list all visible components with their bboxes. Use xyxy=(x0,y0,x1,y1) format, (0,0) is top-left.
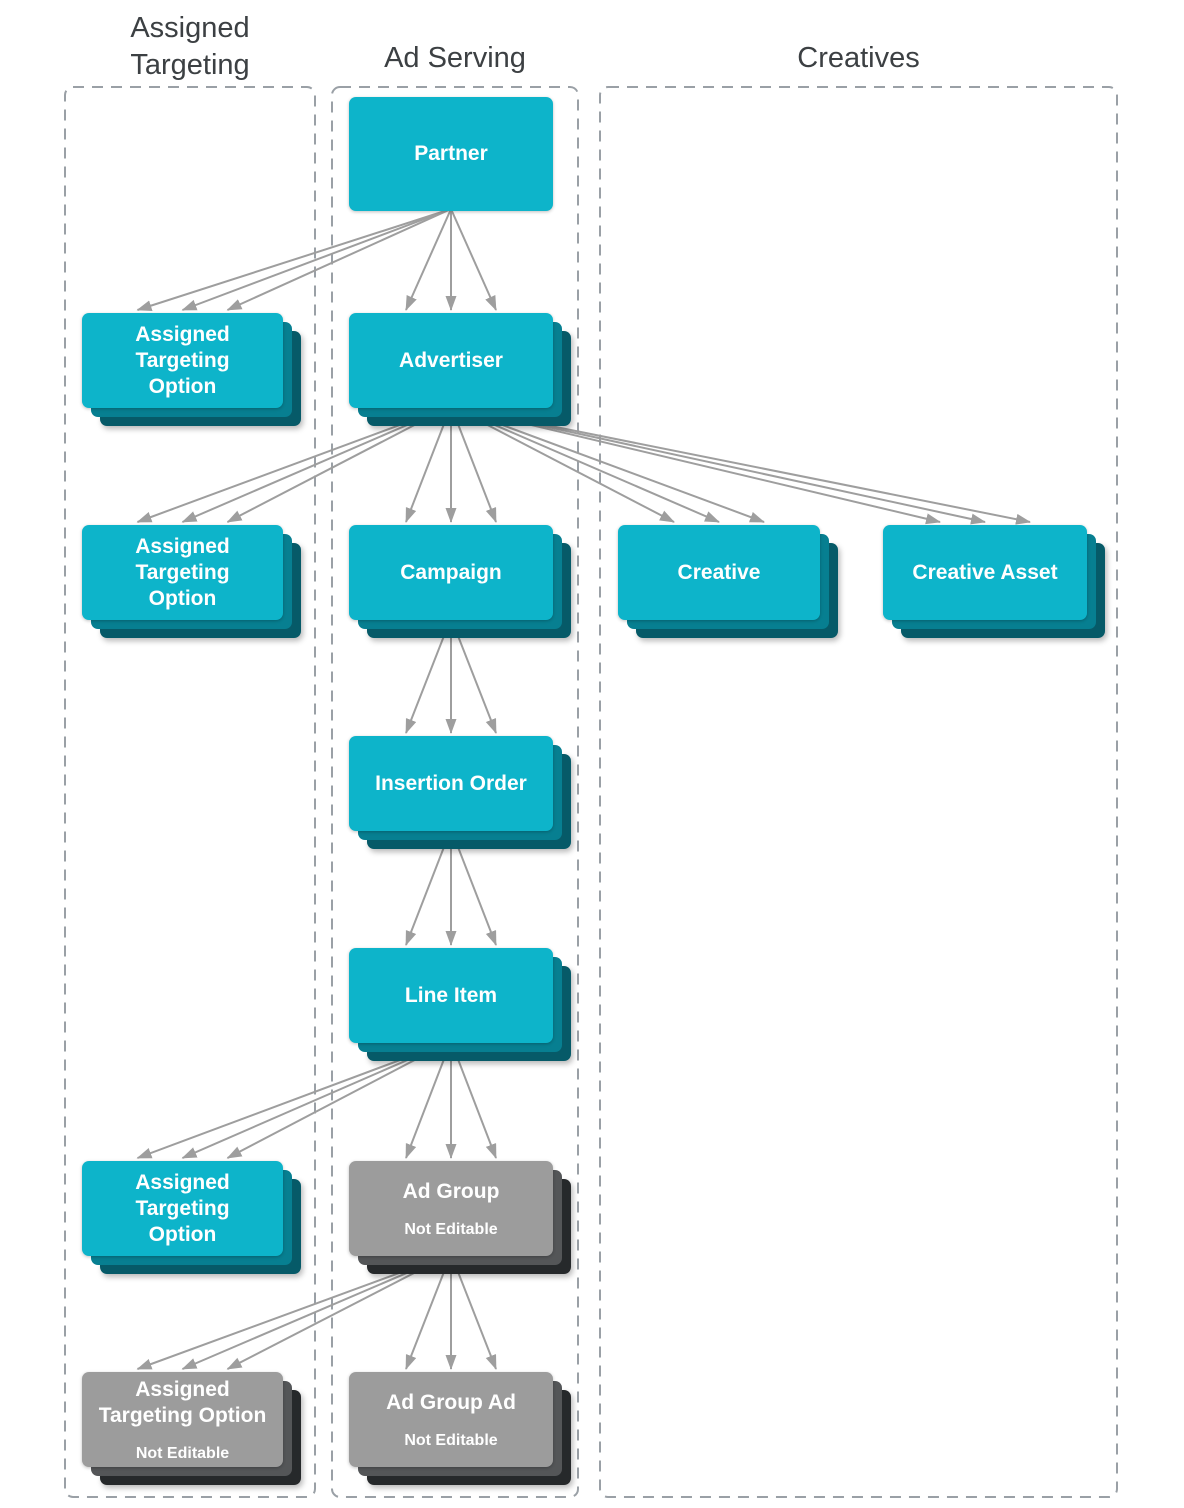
edge-partner-to-advertiser xyxy=(405,208,497,311)
node-creative-asset: Creative Asset xyxy=(883,525,1105,638)
node-campaign: Campaign xyxy=(349,525,571,638)
edge-partner-to-ato1 xyxy=(136,208,452,311)
node-label: Partner xyxy=(414,142,488,165)
column-header-line: Ad Serving xyxy=(384,42,526,74)
node-label: Assigned xyxy=(135,322,230,346)
node-label: Ad Group xyxy=(402,1179,500,1203)
edge-line xyxy=(450,208,497,311)
column-header-line: Assigned xyxy=(130,12,250,44)
node-partner-face: Partner xyxy=(349,97,553,211)
node-label: Insertion Order xyxy=(375,771,527,795)
column-border-ad-serving xyxy=(331,86,579,1498)
column-border-assigned-targeting xyxy=(64,86,316,1498)
node-campaign-face: Campaign xyxy=(349,525,553,620)
node-creative: Creative xyxy=(618,525,838,638)
node-label: Option xyxy=(148,1222,217,1246)
node-label: Line Item xyxy=(404,983,498,1007)
node-label: Assigned xyxy=(135,534,230,558)
node-ad-group-ad-face: Ad Group Ad Not Editable xyxy=(349,1372,553,1467)
node-label: Option xyxy=(148,374,217,398)
edge-line xyxy=(181,208,452,311)
node-partner: Partner xyxy=(349,97,553,211)
node-advertiser: Advertiser xyxy=(349,313,571,426)
node-label: Targeting xyxy=(135,348,230,372)
node-label: Option xyxy=(148,586,217,610)
node-insertion-order: Insertion Order xyxy=(349,736,571,849)
node-label: Creative xyxy=(677,560,761,584)
node-sublabel: Not Editable xyxy=(404,1220,498,1238)
node-label: Advertiser xyxy=(399,348,503,372)
node-label: Assigned xyxy=(135,1377,230,1401)
edge-line xyxy=(405,208,452,311)
column-header-line: Targeting xyxy=(130,49,250,81)
column-header-ad-serving: Ad Serving xyxy=(332,40,578,77)
node-advertiser-face: Advertiser xyxy=(349,313,553,408)
node-label: Targeting Option xyxy=(98,1403,267,1427)
column-borders xyxy=(64,86,1118,1498)
column-header-creatives: Creatives xyxy=(600,40,1117,77)
node-insertion-order-face: Insertion Order xyxy=(349,736,553,831)
column-header-line: Creatives xyxy=(797,42,920,74)
node-label: Targeting xyxy=(135,1196,230,1220)
node-creative-face: Creative xyxy=(618,525,820,620)
node-line-item-face: Line Item xyxy=(349,948,553,1043)
column-border-creatives xyxy=(599,86,1118,1498)
node-ad-group-ad: Ad Group Ad Not Editable xyxy=(349,1372,571,1485)
node-creative-asset-face: Creative Asset xyxy=(883,525,1087,620)
node-line-item: Line Item xyxy=(349,948,571,1061)
edge-line xyxy=(226,208,452,311)
node-label: Creative Asset xyxy=(912,560,1058,584)
node-label: Assigned xyxy=(135,1170,230,1194)
node-sublabel: Not Editable xyxy=(135,1444,230,1462)
node-sublabel: Not Editable xyxy=(404,1431,498,1449)
node-label: Campaign xyxy=(400,560,502,584)
node-label: Targeting xyxy=(135,560,230,584)
edge-line xyxy=(136,208,452,311)
node-label: Ad Group Ad xyxy=(386,1390,516,1414)
